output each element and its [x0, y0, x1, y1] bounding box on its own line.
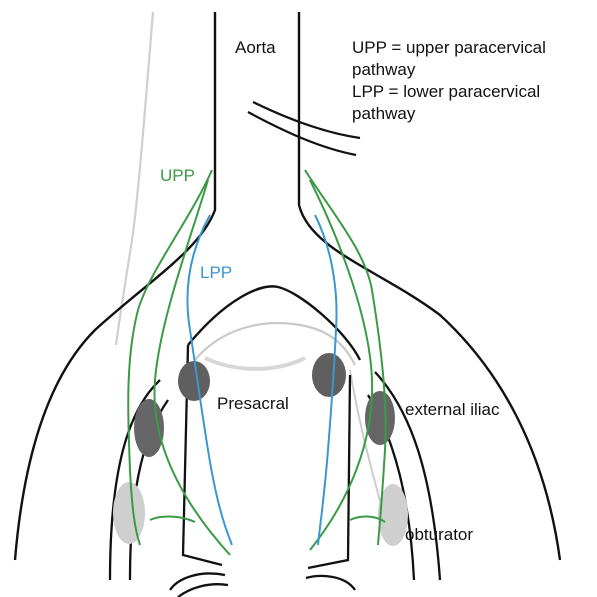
lymph-node-left-obturator: [113, 482, 145, 544]
right-lower-vessel: [306, 576, 355, 590]
legend: UPP = upper paracervical pathway LPP = l…: [352, 37, 546, 125]
faint-sacral-curve: [205, 358, 305, 369]
label-lpp: LPP: [200, 262, 232, 283]
legend-line-3: LPP = lower paracervical: [352, 81, 546, 103]
label-upp: UPP: [160, 165, 195, 186]
legend-line-4: pathway: [352, 103, 546, 125]
upp-line-right: [305, 170, 386, 545]
left-lower-vessel-2: [178, 584, 228, 597]
lymph-node-presacral-left: [178, 361, 210, 401]
lymph-node-left-external-iliac: [134, 399, 164, 457]
right-iliac-inner-wall: [308, 375, 350, 568]
label-external-iliac: external iliac: [405, 399, 500, 420]
upp-line-left: [128, 170, 212, 545]
label-presacral: Presacral: [217, 393, 289, 414]
renal-vessel-upper: [253, 102, 360, 138]
upp-branch-left: [150, 516, 195, 522]
label-obturator: obturator: [405, 524, 473, 545]
label-aorta: Aorta: [235, 37, 276, 58]
legend-line-1: UPP = upper paracervical: [352, 37, 546, 59]
legend-line-2: pathway: [352, 59, 546, 81]
lymph-node-presacral-right: [312, 353, 346, 397]
